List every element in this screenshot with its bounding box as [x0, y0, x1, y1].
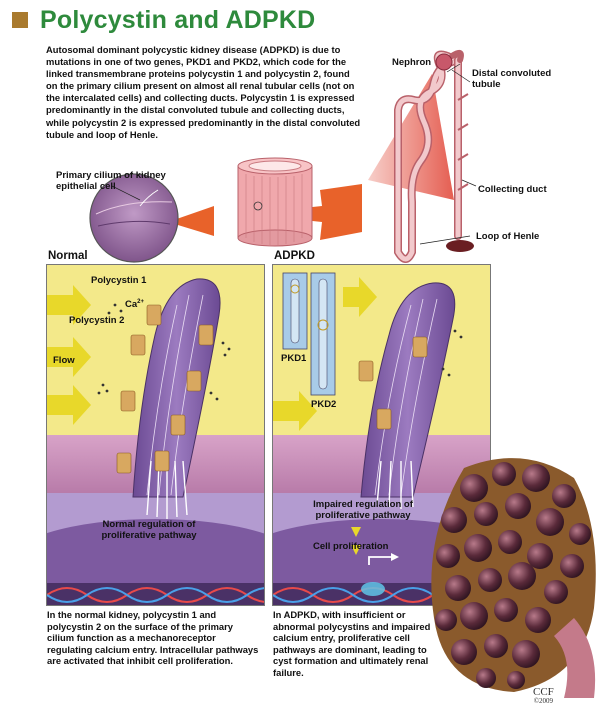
calcium-charge: 2+ — [137, 299, 144, 305]
cilium-magnifier — [89, 173, 179, 263]
page-title: Polycystin and ADPKD — [40, 6, 316, 34]
flow-arrows — [47, 285, 91, 425]
copyright-org: CCF — [533, 686, 554, 698]
flow-label: Flow — [53, 355, 75, 366]
polycystin1-label: Polycystin 1 — [91, 275, 147, 286]
leader-lines — [419, 63, 477, 245]
adpkd-heading: ADPKD — [274, 250, 315, 262]
nephron-zoom-fan — [368, 74, 454, 200]
polycystin-coils — [116, 304, 214, 474]
polycystin-coils — [358, 336, 428, 430]
normal-heading: Normal — [48, 250, 88, 262]
nephron-label: Nephron — [392, 57, 432, 68]
normal-panel: Polycystin 1 Ca2+ Polycystin 2 Flow Norm… — [46, 264, 265, 606]
flow-arrows — [273, 277, 377, 431]
nephron-illustration — [89, 49, 477, 263]
normal-regulation-label: Normal regulation of proliferative pathw… — [101, 519, 197, 541]
collecting-duct-branches — [457, 93, 469, 191]
tubule-segment — [237, 157, 313, 247]
title-marker — [12, 12, 28, 28]
cilium-leader — [111, 185, 141, 201]
proliferation-arrow — [351, 527, 399, 565]
normal-cilium-illustration — [47, 265, 264, 605]
cell-proliferation-label: Cell proliferation — [313, 541, 389, 552]
loop-of-henle-label: Loop of Henle — [476, 231, 540, 242]
zoom-arrow-orange-small — [168, 206, 214, 236]
collecting-duct-base — [446, 240, 474, 252]
chromosome-pkd2 — [310, 272, 336, 396]
polycystin2-label: Polycystin 2 — [69, 315, 125, 326]
glomerulus — [435, 53, 453, 71]
kidney-cysts — [435, 462, 591, 689]
normal-caption: In the normal kidney, polycystin 1 and p… — [47, 609, 259, 667]
copyright-year: ©2009 — [533, 697, 554, 705]
pkd2-label: PKD2 — [311, 399, 337, 410]
intro-paragraph: Autosomal dominant polycystic kidney dis… — [46, 44, 361, 140]
calcium-dots — [97, 303, 231, 401]
dna-helix — [47, 587, 264, 603]
distal-tubule-label: Distal convoluted tubule — [472, 68, 552, 90]
impaired-regulation-label: Impaired regulation of proliferative pat… — [313, 499, 413, 521]
chromosome-pkd1 — [282, 272, 308, 350]
adpkd-caption: In ADPKD, with insufficient or abnormal … — [273, 609, 431, 678]
calcium-dots — [441, 329, 463, 377]
pkd1-label: PKD1 — [281, 353, 307, 364]
copyright: CCF ©2009 — [533, 686, 554, 706]
primary-cilium-label: Primary cilium of kidney epithelial cell — [56, 170, 166, 192]
collecting-duct-label: Collecting duct — [478, 184, 547, 195]
calcium-label: Ca2+ — [125, 297, 144, 310]
calcium-symbol: Ca — [125, 299, 138, 311]
nephron-tubule — [394, 49, 464, 263]
polycystic-kidney — [431, 458, 596, 698]
signal-arrows — [376, 460, 414, 509]
